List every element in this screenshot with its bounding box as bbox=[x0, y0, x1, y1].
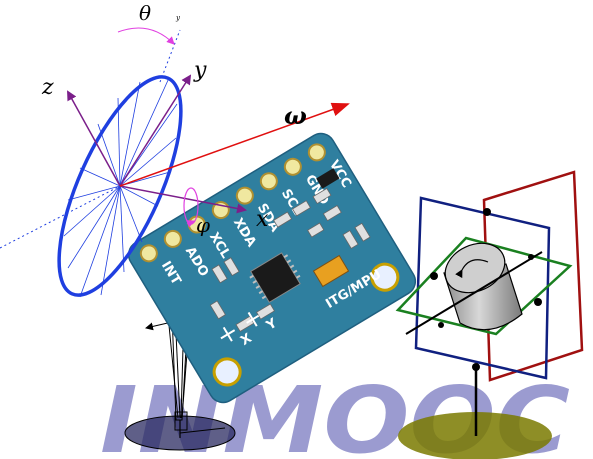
label-z: z bbox=[41, 75, 54, 100]
ic-chip bbox=[249, 252, 301, 303]
axis-y bbox=[119, 74, 192, 187]
coordinate-axes bbox=[67, 74, 247, 214]
mpu-board: INT ADO XCL XDA SDA SCL GND VCC bbox=[127, 132, 417, 404]
label-y-small: y bbox=[175, 14, 181, 22]
regulator bbox=[316, 168, 340, 189]
green-frame bbox=[395, 236, 573, 336]
label-theta: θ bbox=[139, 1, 151, 25]
spinning-disk bbox=[0, 29, 183, 298]
label-y: y bbox=[193, 58, 207, 83]
smd-components bbox=[209, 187, 371, 333]
mounting-holes bbox=[212, 262, 400, 387]
theta-arc bbox=[117, 27, 175, 45]
disk-spokes bbox=[63, 77, 178, 298]
axis-x bbox=[119, 185, 247, 214]
header-pads bbox=[139, 143, 326, 263]
inner-frame bbox=[414, 196, 551, 380]
board-axis-markings bbox=[220, 311, 260, 342]
rotor bbox=[443, 242, 523, 331]
omega-vector bbox=[119, 102, 350, 187]
label-phi: φ bbox=[196, 213, 210, 237]
capacitor bbox=[312, 254, 350, 288]
gimbal-gyroscope bbox=[395, 170, 584, 459]
phi-rotation bbox=[183, 187, 199, 228]
label-x: x bbox=[256, 207, 269, 232]
axis-z bbox=[67, 90, 121, 187]
label-omega: ω bbox=[284, 101, 307, 130]
